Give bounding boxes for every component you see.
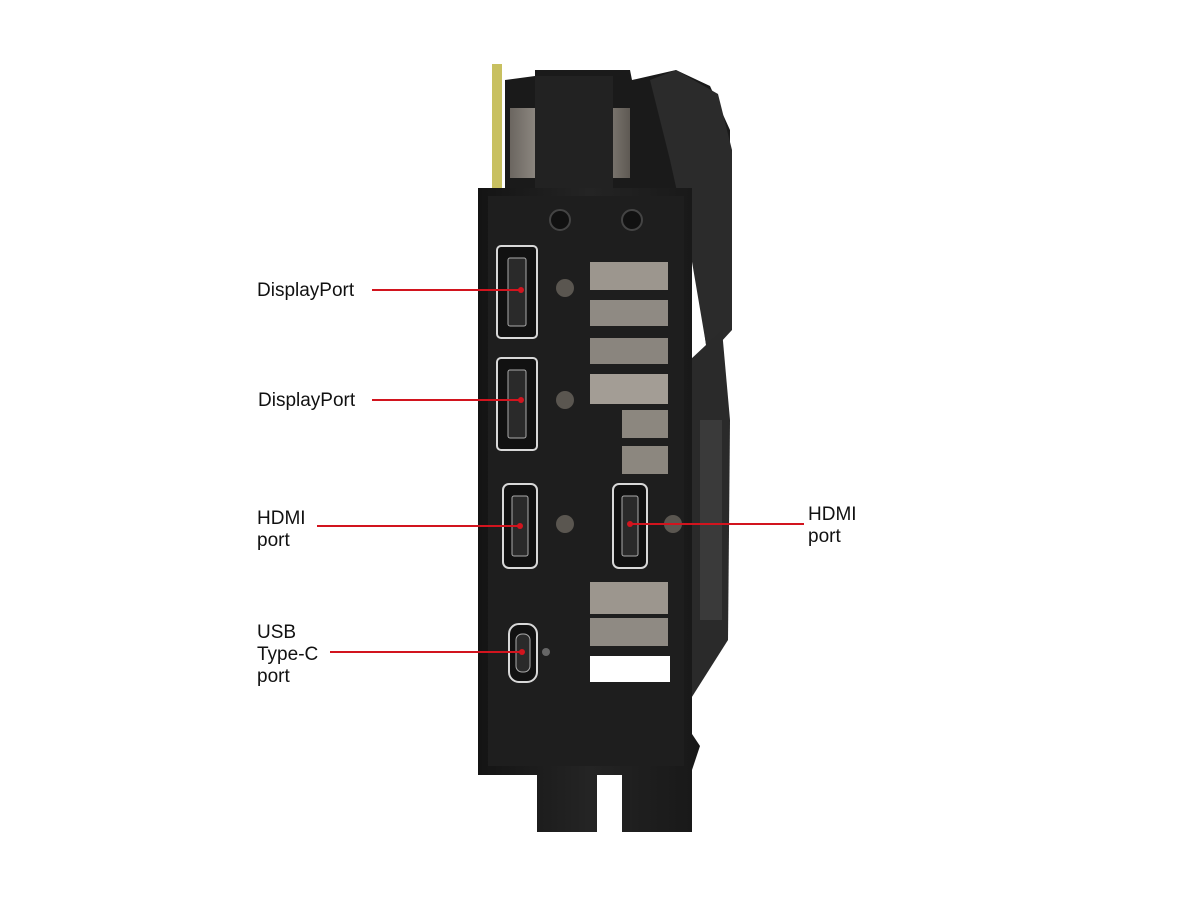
label-line: DisplayPort (258, 390, 356, 411)
vent-slot (590, 300, 668, 326)
label-line: USB (257, 622, 297, 643)
screw-icon (556, 515, 574, 533)
callout-dot-hdmi2 (627, 521, 633, 527)
label-line: Type-C (257, 644, 319, 665)
screw-icon (621, 209, 643, 231)
label-line: HDMI (808, 504, 857, 525)
label-line: port (257, 530, 290, 551)
label-line: port (808, 526, 841, 547)
label-line: DisplayPort (257, 280, 355, 301)
callout-dot-dp1 (518, 287, 524, 293)
callout-dot-dp2 (518, 397, 524, 403)
pcb-edge (492, 64, 502, 194)
vent-slot (590, 582, 668, 614)
label-hdmi-port-2: HDMI port (808, 504, 857, 548)
screw-icon (556, 279, 574, 297)
vent-slot (622, 446, 668, 474)
label-line: port (257, 666, 290, 687)
vent-slot (590, 338, 668, 364)
label-displayport-1: DisplayPort (257, 280, 354, 302)
screw-icon (549, 209, 571, 231)
vent-slot (590, 618, 668, 646)
screw-icon (556, 391, 574, 409)
callout-dot-hdmi1 (517, 523, 523, 529)
cooler-block (535, 76, 613, 190)
label-line: HDMI (257, 508, 306, 529)
callout-dot-usbc (519, 649, 525, 655)
label-hdmi-port-1: HDMI port (257, 508, 306, 552)
vent-slot (590, 374, 668, 404)
vent-slot (590, 262, 668, 290)
displayport-2-slot (507, 369, 527, 439)
fan-fin (700, 420, 722, 620)
label-displayport-2: DisplayPort (258, 390, 355, 412)
label-usb-type-c-port: USB Type-C port (257, 622, 318, 688)
led-dot (542, 648, 550, 656)
bracket-cutout (590, 656, 670, 682)
displayport-1-slot (507, 257, 527, 327)
vent-slot (622, 410, 668, 438)
